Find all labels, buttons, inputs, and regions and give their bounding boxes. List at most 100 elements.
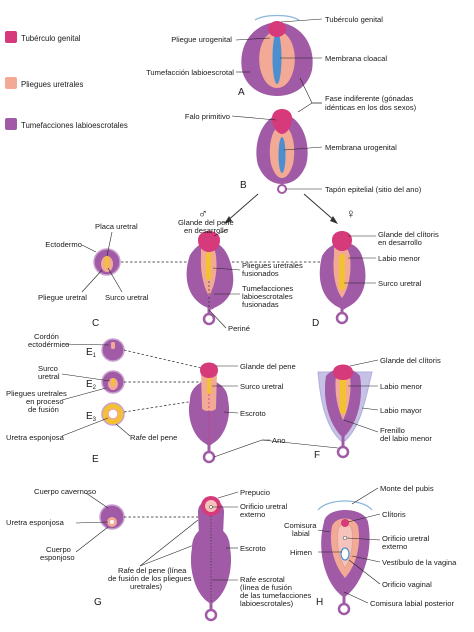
label-fase-1: Fase indiferente (gónadas [325, 94, 413, 103]
label-pliegue-urogenital: Pliegue urogenital [171, 35, 232, 44]
label-rafe-pene-g-2: de fusión de los pliegues [108, 574, 192, 583]
label-perine: Periné [228, 324, 250, 333]
male-symbol: ♂ [198, 206, 208, 221]
label-orificio-h-1: Orificio uretral [382, 534, 430, 543]
leaders-c [81, 231, 196, 293]
figure-h-female: H [316, 500, 373, 616]
label-frenillo-2: del labio menor [380, 434, 432, 443]
label-comisura-posterior: Comisura labial posterior [370, 599, 454, 608]
anus-f [336, 445, 350, 459]
label-orificio-h-2: externo [382, 542, 407, 551]
glans-f [333, 364, 353, 380]
legend-label-tumefacciones: Tumefacciones labioescrotales [21, 121, 128, 130]
label-glande-clitoris: Glande del clítoris [380, 356, 441, 365]
label-ectodermo: Ectodermo [45, 240, 82, 249]
legend-label-pliegues: Pliegues uretrales [21, 80, 84, 89]
label-surco-e-1: Surco [38, 364, 58, 373]
top-line-a [254, 14, 300, 21]
label-clitoris: Clítoris [382, 510, 406, 519]
panel-label-e: E [92, 454, 99, 465]
label-placa-uretral: Placa uretral [95, 222, 138, 231]
branch-arrows [224, 193, 338, 224]
label-tapon-epitelial: Tapón epitelial (sitio del ano) [325, 185, 422, 194]
scrotum-e [188, 380, 230, 446]
label-rafe-pene-e: Rafe del pene [130, 433, 177, 442]
leaders-g [75, 492, 208, 567]
glans-d [332, 231, 352, 251]
figure-f-female: F [314, 364, 373, 461]
label-cuerpo-cavernoso: Cuerpo cavernoso [34, 487, 96, 496]
anus-c [202, 312, 216, 326]
label-comisura-labial-2: labial [292, 529, 310, 538]
label-fase-2: idénticas en los dos sexos) [325, 103, 417, 112]
leaders-e-left [61, 343, 202, 437]
phallus-b [272, 109, 292, 134]
leaders-c-male [208, 228, 241, 329]
panel-label-g: G [94, 597, 102, 608]
tubercle-a [268, 21, 286, 37]
figure-d-female: D [312, 231, 366, 329]
label-ano: Ano [272, 436, 286, 445]
glans-c [198, 231, 220, 252]
leaders-h [317, 487, 381, 604]
panel-label-e1: E1 [86, 347, 97, 359]
figure-b-indifferent: B [240, 109, 308, 194]
figure-a-indifferent: A [238, 14, 313, 98]
mons-line-h [317, 500, 373, 511]
label-glande-pene-des-1: Glande del pene [178, 218, 234, 227]
label-orificio-vaginal: Orificio vaginal [382, 580, 432, 589]
label-himen: Himen [290, 548, 312, 557]
urethral-plate-c [105, 256, 109, 268]
leaders-d [232, 235, 376, 284]
label-tumefaccion-labioescrotal: Tumefacción labioescrotal [146, 68, 234, 77]
label-labio-menor-f: Labio menor [380, 382, 423, 391]
figure-e-male [188, 362, 230, 464]
label-prepucio: Prepucio [240, 488, 270, 497]
label-glande-pene-des-2: en desarrollo [184, 226, 228, 235]
label-falo-primitivo: Falo primitivo [185, 112, 230, 121]
leaders-g-right [212, 491, 239, 581]
label-vestibulo: Vestíbulo de la vagina [382, 558, 457, 567]
label-orificio-g-2: externo [240, 510, 265, 519]
urethra-g [110, 520, 114, 524]
figure-c-male [186, 231, 234, 326]
panel-label-c: C [92, 318, 99, 329]
anus-d [335, 311, 349, 325]
label-surco-uretral-c: Surco uretral [105, 293, 149, 302]
label-rafe-escrotal-3: de las tumefacciones [240, 591, 312, 600]
label-pliegues-fusion-1: Pliegues uretrales [6, 389, 67, 398]
anus-e [202, 450, 216, 464]
urethra-e3 [107, 408, 119, 420]
female-symbol: ♀ [346, 206, 356, 221]
figure-c-section: C [92, 248, 121, 329]
label-escroto-g: Escroto [240, 544, 266, 553]
panel-label-a: A [238, 87, 245, 98]
legend-swatch-tuberculo [5, 31, 17, 43]
label-membrana-cloacal: Membrana cloacal [325, 54, 387, 63]
figure-g-male [190, 496, 232, 622]
label-labio-menor-d: Labio menor [378, 254, 421, 263]
leaders-f [343, 359, 379, 433]
label-uretra-esponjosa-e: Uretra esponjosa [6, 433, 65, 442]
anus-h [337, 602, 351, 616]
legend: Tubérculo genital Pliegues uretrales Tum… [5, 31, 128, 130]
figure-g-section: G [94, 504, 125, 608]
label-glande-clitoris-des-2: en desarrollo [378, 238, 422, 247]
label-rafe-escrotal-2: (línea de fusión [240, 583, 292, 592]
panel-label-d: D [312, 318, 319, 329]
leaders-e-right [212, 365, 339, 458]
leaders-ab [231, 18, 323, 190]
label-cuerpo-esponjoso-1: Cuerpo [46, 545, 71, 554]
label-pliegues-fusionados-2: fusionados [242, 269, 279, 278]
label-monte-pubis: Monte del pubis [380, 484, 434, 493]
panel-label-h: H [316, 597, 323, 608]
figure-e-sections: E1 E2 E3 E [86, 338, 125, 465]
groove-e2 [111, 378, 115, 386]
cord-e1 [111, 342, 115, 349]
legend-swatch-pliegues [5, 77, 17, 89]
label-pliegue-uretral: Pliegue uretral [38, 293, 87, 302]
label-labio-mayor: Labio mayor [380, 406, 422, 415]
groove-c [206, 252, 211, 280]
label-surco-e-2: uretral [38, 372, 60, 381]
